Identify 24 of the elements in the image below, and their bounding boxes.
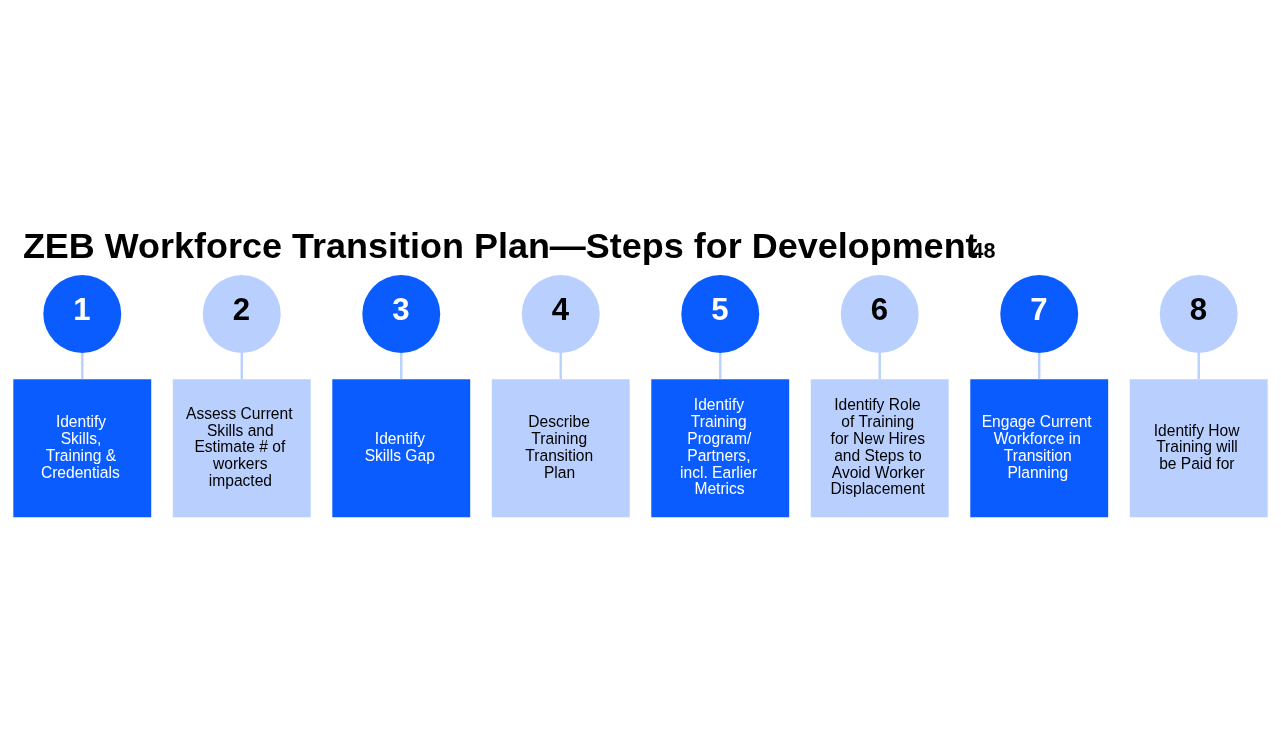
node-box: Describe Training Transition Plan bbox=[491, 378, 630, 517]
connector bbox=[1197, 352, 1200, 379]
node-circle: 8 bbox=[1159, 274, 1238, 353]
node-circle: 4 bbox=[521, 274, 600, 353]
connector bbox=[1038, 352, 1041, 379]
node-circle: 6 bbox=[840, 274, 919, 353]
node-box: Assess Current Skills and Estimate # of workers impacted bbox=[172, 378, 311, 517]
connector bbox=[400, 352, 403, 379]
node-box: Identify Role of Training for New Hires and Steps to Avoid Worker Displacement bbox=[810, 378, 949, 517]
node-circle: 2 bbox=[202, 274, 281, 353]
node-box: Identify Skills Gap bbox=[332, 378, 471, 517]
node-circle: 7 bbox=[1000, 274, 1079, 353]
node-circle: 1 bbox=[43, 274, 122, 353]
connector bbox=[878, 352, 881, 379]
node-circle: 5 bbox=[681, 274, 760, 353]
node-box: Identify Training Program/ Partners, incl. Earlier Metrics bbox=[651, 378, 790, 517]
connector bbox=[719, 352, 722, 379]
node-circle: 3 bbox=[362, 274, 441, 353]
connector bbox=[240, 352, 243, 379]
connector bbox=[559, 352, 562, 379]
node-box: Identify Skills, Training & Credentials bbox=[13, 378, 152, 517]
node-box: Engage Current Workforce in Transition Planning bbox=[970, 378, 1109, 517]
connector bbox=[81, 352, 84, 379]
node-box: Identify How Training will be Paid for bbox=[1129, 378, 1268, 517]
